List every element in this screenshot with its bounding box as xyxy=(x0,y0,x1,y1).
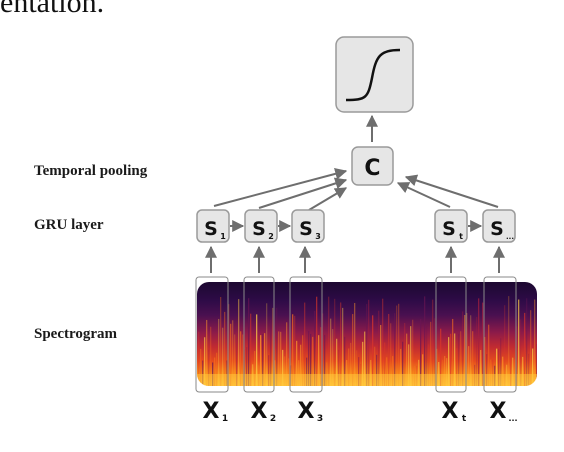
input-label-1: X 1 xyxy=(203,399,229,424)
pooling-arrows xyxy=(213,167,499,211)
gru-node-2: S 2 xyxy=(244,209,278,243)
input-label-2: X 2 xyxy=(251,399,277,424)
gru-node-last-sub: ... xyxy=(506,233,514,241)
gru-node-3: S 3 xyxy=(291,209,325,243)
input-arrows xyxy=(205,245,505,273)
pooling-node-label: C xyxy=(364,156,380,181)
input-2-letter: X xyxy=(251,399,268,424)
input-1-sub: 1 xyxy=(222,414,228,424)
gru-node-1-letter: S xyxy=(204,218,218,240)
input-3-sub: 3 xyxy=(317,414,323,424)
gru-node-last: S ... xyxy=(482,209,516,243)
gru-node-1-sub: 1 xyxy=(220,232,226,241)
output-node xyxy=(335,36,414,113)
input-label-last: X ... xyxy=(490,399,518,424)
header-fragment: entation. xyxy=(0,0,105,19)
gru-layer-label: GRU layer xyxy=(34,217,104,233)
input-label-t: X t xyxy=(442,399,467,424)
spectrogram-label: Spectrogram xyxy=(34,326,118,342)
input-3-letter: X xyxy=(298,399,315,424)
input-windows xyxy=(195,276,517,393)
gru-node-last-letter: S xyxy=(490,218,504,240)
input-last-letter: X xyxy=(490,399,507,424)
gru-node-3-letter: S xyxy=(299,218,313,240)
input-last-sub: ... xyxy=(508,414,517,423)
input-t-sub: t xyxy=(462,414,467,424)
gru-node-3-sub: 3 xyxy=(315,232,321,241)
gru-node-2-letter: S xyxy=(252,218,266,240)
input-2-sub: 2 xyxy=(270,414,276,424)
input-1-letter: X xyxy=(203,399,220,424)
sigmoid-curve-icon xyxy=(345,48,401,102)
spectrogram-image xyxy=(197,282,537,386)
input-t-letter: X xyxy=(442,399,459,424)
gru-node-t-sub: t xyxy=(459,232,463,241)
input-label-3: X 3 xyxy=(298,399,324,424)
gru-node-t-letter: S xyxy=(442,218,456,240)
gru-node-1: S 1 xyxy=(196,209,230,243)
gru-node-2-sub: 2 xyxy=(268,232,274,241)
gru-node-t: S t xyxy=(434,209,468,243)
pooling-node: C xyxy=(351,146,394,186)
temporal-pooling-label: Temporal pooling xyxy=(34,163,148,179)
